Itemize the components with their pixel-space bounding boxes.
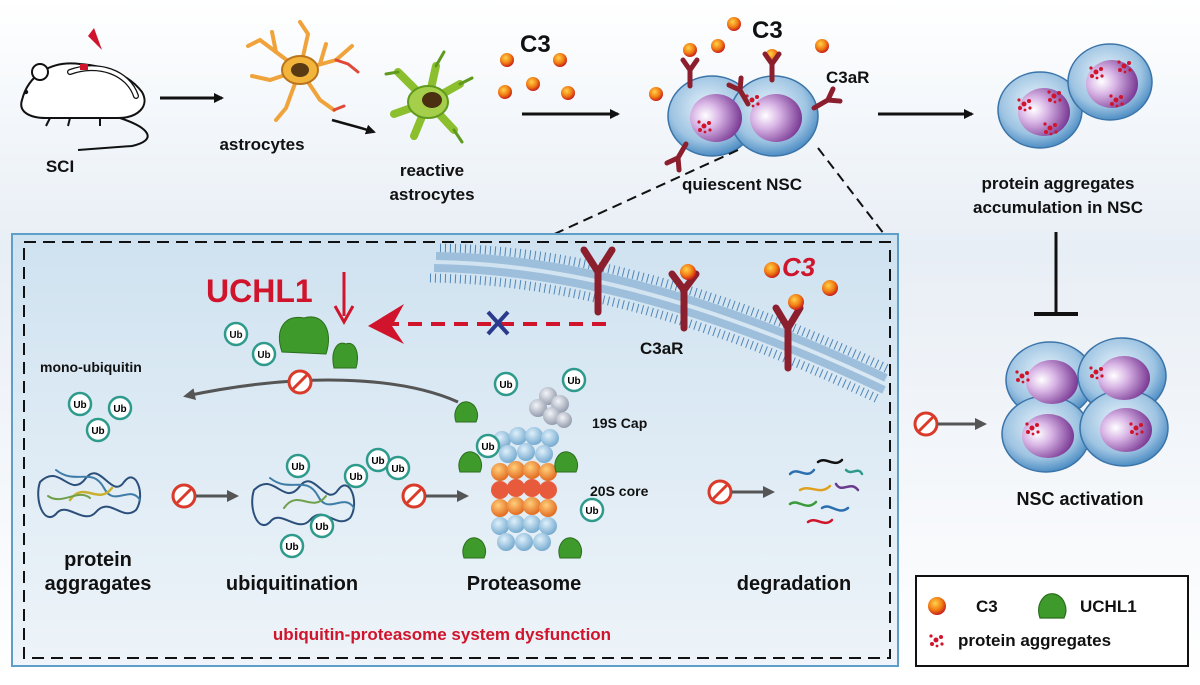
aggregates-label-line1: protein aggregates (981, 174, 1134, 193)
astrocytes-label: astrocytes (219, 135, 304, 154)
ups-dysfunction-label: ubiquitin-proteasome system dysfunction (273, 625, 611, 644)
no-sign-icon (913, 411, 939, 437)
ubiquitination-label: ubiquitination (226, 573, 358, 595)
ub-label: Ub (113, 404, 126, 415)
uchl1-title: UCHL1 (206, 273, 313, 309)
legend-c3-label: C3 (976, 597, 998, 616)
sci-label: SCI (46, 157, 74, 176)
ubiquitin-chain: Ub Ub Ub Ub Ub Ub (279, 447, 411, 559)
ub-label: Ub (585, 506, 598, 517)
ub-label: Ub (481, 442, 494, 453)
mouse-illustration (20, 28, 149, 151)
cap-19s-label: 19S Cap (592, 415, 647, 431)
no-sign-icon (707, 479, 733, 505)
mono-ubiquitin-group: Ub Ub Ub (67, 391, 133, 443)
reactive-astrocyte-illustration (384, 50, 474, 144)
c3-label-top-right: C3 (752, 17, 783, 44)
inset-dashed-border (23, 241, 891, 659)
blocked-signal-arrowhead (368, 304, 404, 344)
c3-molecules-left (498, 53, 575, 100)
quiescent-nsc-cells (667, 75, 819, 157)
activated-nsc-cells (1001, 337, 1169, 473)
legend-box (915, 575, 1189, 667)
ub-near-proteasome: Ub Ub Ub Ub (475, 367, 605, 523)
uchl1-down-arrow (333, 272, 355, 326)
ub-label: Ub (391, 464, 404, 475)
reactive-label-line2: astrocytes (389, 185, 474, 204)
no-sign-icon (171, 483, 197, 509)
protein-label-line2: aggragates (45, 573, 152, 595)
ub-label: Ub (567, 376, 580, 387)
c3-molecules-membrane (680, 262, 838, 310)
ub-label: Ub (371, 456, 384, 467)
ub-label: Ub (291, 462, 304, 473)
uchl1-ub-group: Ub Ub (223, 316, 359, 369)
c3-label-top-left: C3 (520, 31, 551, 58)
zoom-line-left (549, 149, 739, 237)
ub-label: Ub (315, 522, 328, 533)
aggregates-label-line2: accumulation in NSC (973, 198, 1143, 217)
legend-uchl1-label: UCHL1 (1080, 597, 1137, 616)
protein-aggregate-illustration (37, 469, 141, 518)
legend-aggregates-label: protein aggregates (958, 631, 1111, 650)
no-sign-icon (287, 369, 313, 395)
c3ar-label-top: C3aR (826, 68, 869, 87)
astrocyte-illustration (246, 20, 360, 122)
ub-label: Ub (285, 542, 298, 553)
ub-label: Ub (257, 350, 270, 361)
mono-ubiquitin-label: mono-ubiquitin (40, 359, 142, 375)
ubiquitinated-protein-illustration (251, 477, 355, 526)
degradation-label: degradation (737, 573, 851, 595)
legend-c3-icon (928, 597, 946, 615)
inset-panel (11, 233, 899, 667)
inhibition-bar (1034, 232, 1078, 316)
block-cross-icon (486, 310, 510, 336)
ub-label: Ub (499, 380, 512, 391)
degraded-peptides-illustration (788, 458, 864, 525)
protein-label-line1: protein (64, 549, 132, 571)
deubiquitination-arrow (183, 378, 459, 404)
c3-label-inset: C3 (782, 252, 816, 282)
ub-label: Ub (73, 400, 86, 411)
ub-label: Ub (349, 472, 362, 483)
c3ar-label-inset: C3aR (640, 339, 683, 358)
cell-membrane (429, 243, 892, 405)
no-sign-icon (401, 483, 427, 509)
arrow-astrocytes-to-reactive (331, 118, 376, 135)
proteasome-illustration (491, 387, 572, 551)
zoom-line-right (817, 147, 885, 235)
core-20s-label: 20S core (590, 483, 649, 499)
ub-label: Ub (229, 330, 242, 341)
quiescent-nsc-label: quiescent NSC (682, 175, 802, 194)
injury-pointer-icon (88, 28, 102, 50)
aggregate-nsc-cells (997, 43, 1153, 149)
nsc-activation-label: NSC activation (1016, 489, 1143, 509)
ub-label: Ub (91, 426, 104, 437)
reactive-label-line1: reactive (400, 161, 464, 180)
proteasome-label: Proteasome (467, 573, 582, 595)
